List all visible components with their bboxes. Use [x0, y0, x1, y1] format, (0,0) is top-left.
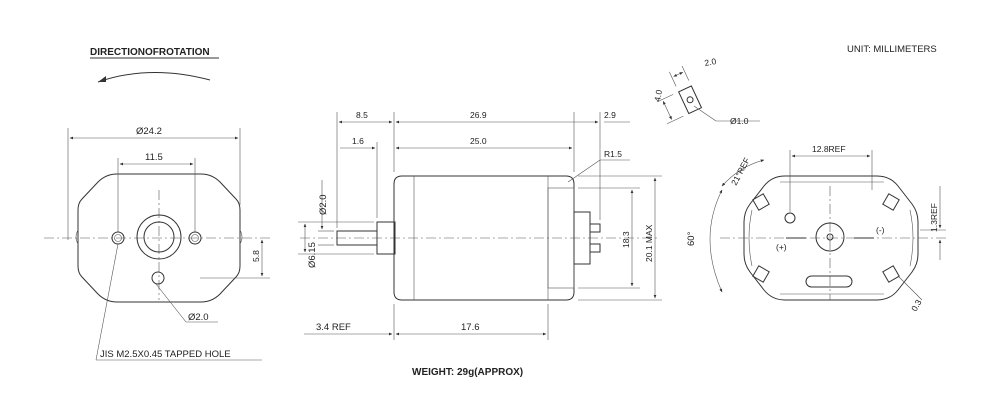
front-boss-outer	[136, 214, 182, 260]
dim-radius: R1.5	[604, 149, 622, 159]
rear-tab-tr	[882, 193, 900, 211]
rear-tab-bl	[752, 265, 770, 283]
rotation-arrowhead-icon	[98, 76, 106, 82]
rear-vent-hole	[784, 212, 796, 224]
rear-label-plus: (+)	[776, 242, 787, 252]
dim-boss-dia: Ø6.15	[307, 242, 318, 268]
dim-bottom-len: 17.6	[461, 322, 480, 333]
dim-can-len: 25.0	[470, 136, 487, 146]
dim-hole-spacing: 11.5	[145, 152, 163, 163]
dim-angle: 60°	[686, 231, 697, 246]
terminal-tab	[677, 85, 703, 115]
side-end-cap	[573, 211, 591, 265]
side-view: 8.5 26.9 2.9 1.6 25.0 R1.5 Ø2.0 Ø6.15 18…	[298, 110, 662, 340]
rear-bearing-boss	[815, 222, 845, 252]
rear-tab-tl	[752, 193, 770, 211]
dim-offset: 5.8	[251, 250, 261, 262]
rear-view: (+) (-) 12.8REF 21°REF 60° 1.3REF 0.3	[686, 144, 946, 313]
side-can-body	[393, 175, 575, 301]
side-terminal-top	[589, 223, 601, 233]
front-flange-outline	[77, 173, 241, 303]
rear-tab-br	[882, 265, 900, 283]
terminal-dim-height: 4.0	[652, 89, 664, 103]
rear-end-cap-outline	[743, 175, 919, 301]
dim-terminal-len: 2.9	[604, 110, 616, 120]
terminal-dim-hole: Ø1.0	[730, 116, 749, 126]
direction-title: DIRECTIONOFROTATION	[90, 47, 210, 58]
note-tapped-hole: JIS M2.5X0.45 TAPPED HOLE	[100, 349, 231, 360]
rear-label-minus: (-)	[876, 225, 885, 235]
front-boss-inner	[143, 221, 175, 253]
dim-height-max: 20.1 MAX	[644, 224, 654, 262]
terminal-dim-width: 2.0	[704, 56, 718, 68]
dim-shaft-dia: Ø2.0	[318, 194, 329, 215]
front-vent-hole	[151, 271, 165, 285]
terminal-hole	[686, 96, 694, 104]
rotation-arrow-icon	[97, 71, 211, 83]
dim-body-len: 26.9	[470, 110, 487, 120]
dim-boss-len: 1.6	[352, 136, 364, 146]
weight-label: WEIGHT: 29g(APPROX)	[412, 367, 523, 378]
dim-height: 18.3	[621, 231, 631, 248]
dim-angle-ref: 21°REF	[729, 156, 752, 187]
unit-label: UNIT: MILLIMETERS	[847, 44, 937, 55]
rear-slot	[805, 275, 853, 288]
dim-ref-left: 3.4 REF	[316, 322, 351, 333]
dim-right-ref: 1.3REF	[929, 203, 939, 232]
dim-width-ref: 12.8REF	[812, 144, 846, 154]
front-view: Ø24.2 11.5 5.8 Ø2.0 JIS M2.5X0.45 TAPPED…	[44, 126, 272, 361]
terminal-detail	[656, 65, 703, 125]
dim-small-hole: Ø2.0	[188, 312, 209, 323]
rear-bearing	[826, 233, 834, 241]
dim-overall-dia: Ø24.2	[136, 126, 162, 137]
dim-shaft-len: 8.5	[356, 110, 368, 120]
side-terminal-bottom	[589, 243, 601, 253]
side-boss	[376, 221, 396, 255]
